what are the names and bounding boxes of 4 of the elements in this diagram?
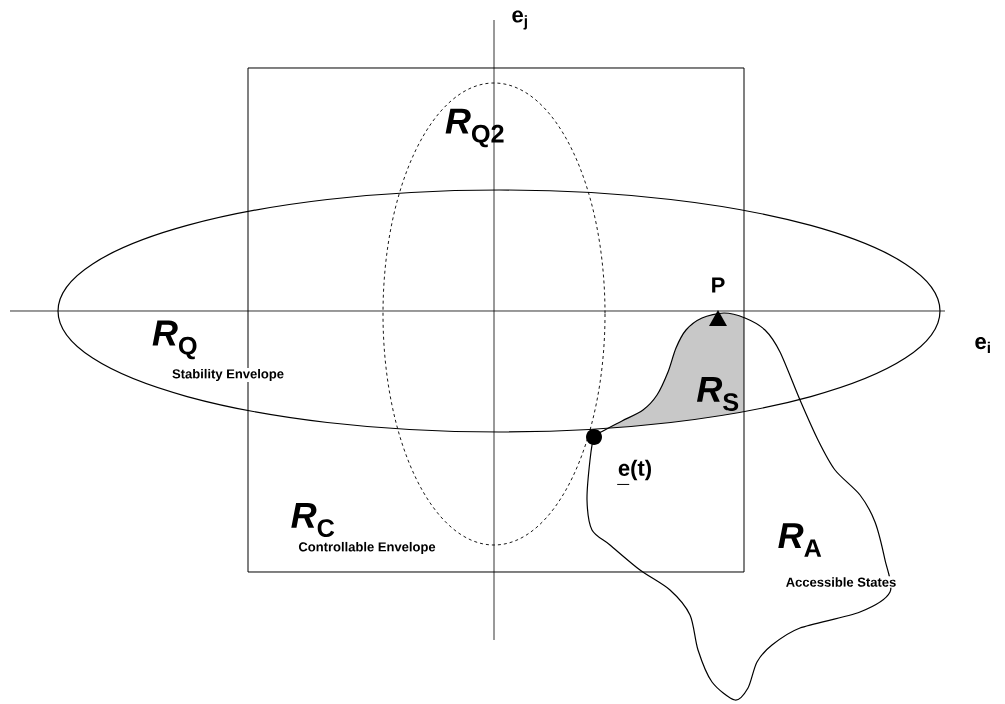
point-label: e(t) <box>616 459 651 485</box>
point-label: P <box>712 277 725 293</box>
axis-label: e$_{j}$ <box>512 10 527 30</box>
axis-label: e$_{i}$ <box>975 337 990 353</box>
